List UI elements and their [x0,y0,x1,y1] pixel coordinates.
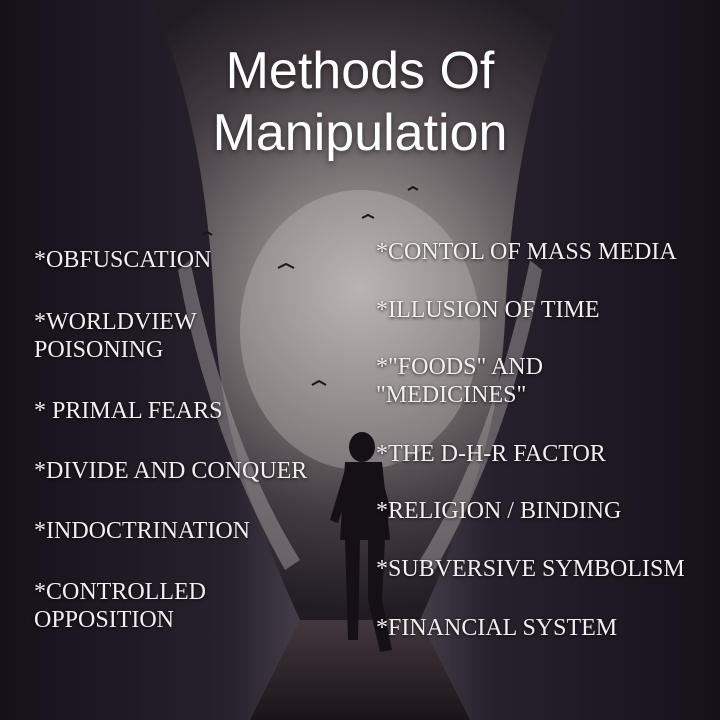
left-water-wall [0,0,330,720]
list-item-worldview-poisoning: *WORLDVIEW POISONING [34,309,197,363]
right-method-list: *CONTOL OF MASS MEDIA *ILLUSION OF TIME … [376,0,716,720]
right-water-wall [390,0,720,720]
list-item-indoctrination: *INDOCTRINATION [34,518,250,544]
light-glow [240,190,480,470]
list-item-dhr-factor: *THE D-H-R FACTOR [376,441,606,467]
list-item-foods-and-medicines: *"FOODS" AND "MEDICINES" [376,354,543,408]
page-title: Methods Of Manipulation [0,40,720,164]
list-item-divide-and-conquer: *DIVIDE AND CONQUER [34,458,308,484]
list-item-controlled-opposition: *CONTROLLED OPPOSITION [34,579,206,633]
birds [201,185,419,386]
title-line-2: Manipulation [212,104,508,162]
left-method-list: *OBFUSCATION *WORLDVIEW POISONING * PRIM… [34,0,354,720]
right-foam [420,260,542,570]
running-figure [330,432,392,652]
sea-floor-path [250,620,470,720]
left-foam [178,260,300,570]
list-item-primal-fears: * PRIMAL FEARS [34,398,223,424]
list-item-obfuscation: *OBFUSCATION [34,247,212,273]
list-item-control-of-mass-media: *CONTOL OF MASS MEDIA [376,239,677,265]
list-item-subversive-symbolism: *SUBVERSIVE SYMBOLISM [376,556,685,582]
title-line-1: Methods Of [225,42,495,100]
list-item-illusion-of-time: *ILLUSION OF TIME [376,297,600,323]
list-item-financial-system: *FINANCIAL SYSTEM [376,615,618,641]
list-item-religion-binding: *RELIGION / BINDING [376,498,622,524]
